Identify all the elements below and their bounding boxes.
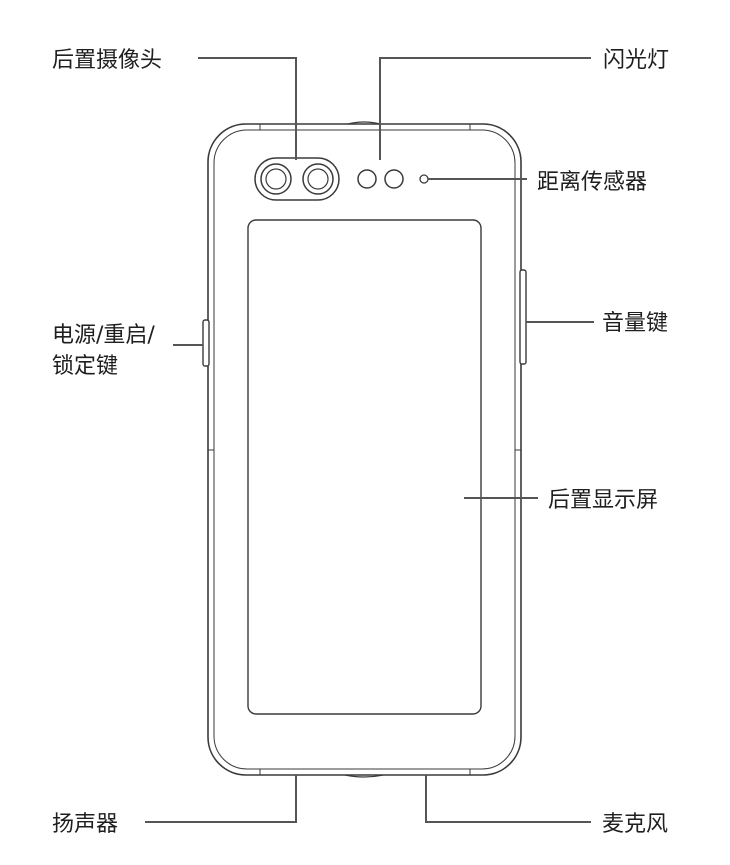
flash-label: 闪光灯 [603, 48, 670, 73]
speaker-label: 扬声器 [52, 812, 119, 837]
leader-rear-camera [198, 57, 297, 160]
volume-keys [519, 269, 527, 365]
microphone-label: 麦克风 [602, 812, 669, 837]
rear-display [247, 219, 482, 715]
proximity-sensor-label: 距离传感器 [537, 170, 648, 195]
leader-lines [145, 57, 594, 823]
phone-body [207, 121, 522, 778]
leader-microphone [425, 775, 591, 823]
volume-keys-label: 音量键 [602, 311, 669, 336]
power-button [202, 319, 210, 367]
leader-speaker [145, 775, 297, 823]
power-key-label-line1: 电源/重启/ [52, 323, 155, 348]
rear-display-label: 后置显示屏 [548, 488, 659, 513]
flash-led [357, 169, 404, 189]
power-key-label-line2: 锁定键 [52, 354, 119, 379]
rear-camera-module [254, 157, 340, 201]
rear-camera-label: 后置摄像头 [52, 48, 163, 73]
leader-flash [379, 57, 591, 160]
proximity-sensor [419, 174, 429, 184]
